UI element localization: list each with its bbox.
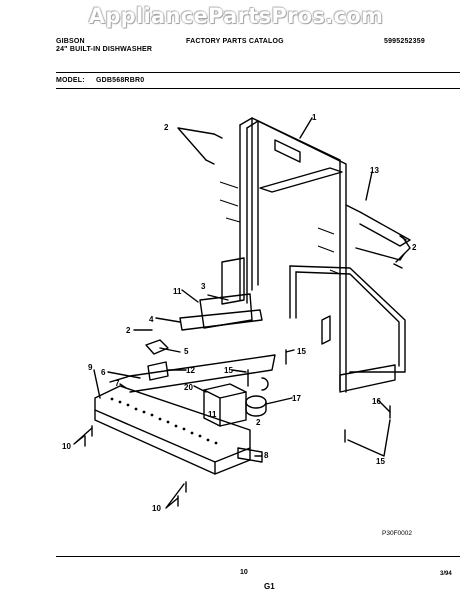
front-panel-corner bbox=[214, 447, 251, 475]
frame-top-rail bbox=[239, 117, 341, 391]
brand-name: GIBSON bbox=[56, 38, 85, 45]
document-number: 5995252359 bbox=[384, 38, 425, 45]
watermark: AppliancePartsPros.com bbox=[88, 4, 384, 28]
lower-bracket-16 bbox=[339, 364, 396, 393]
callout-20: 20 bbox=[184, 383, 193, 392]
callout-9: 9 bbox=[88, 363, 93, 372]
timer-box-edges bbox=[203, 389, 247, 427]
frame-back-post bbox=[251, 117, 259, 291]
lower-frame-right-inner bbox=[295, 271, 400, 367]
callout-2-right: 2 bbox=[412, 243, 417, 252]
drawing-code: P30F0002 bbox=[382, 530, 412, 537]
callout-4: 4 bbox=[149, 315, 154, 324]
timer-box bbox=[203, 383, 247, 427]
leader-2-top bbox=[177, 127, 215, 161]
leader-16 bbox=[377, 399, 391, 413]
lower-frame-post bbox=[289, 265, 297, 319]
product-description: 24" BUILT-IN DISHWASHER bbox=[56, 46, 153, 53]
leader-13 bbox=[365, 171, 373, 201]
callout-6: 6 bbox=[101, 368, 106, 377]
callout-10-left: 10 bbox=[62, 442, 71, 451]
cross-bar bbox=[109, 354, 276, 393]
rack-slots bbox=[219, 181, 341, 275]
leader-10-left bbox=[73, 427, 93, 445]
callout-2-bottom: 2 bbox=[256, 418, 261, 427]
model-number: GDB568RBR0 bbox=[96, 77, 145, 84]
callout-17: 17 bbox=[292, 394, 301, 403]
leader-9 bbox=[93, 369, 101, 399]
side-rail-upper bbox=[259, 167, 343, 193]
clip-8 bbox=[237, 447, 263, 463]
leader-7 bbox=[119, 383, 127, 389]
leader-3 bbox=[207, 294, 229, 301]
issue-date: 3/94 bbox=[440, 571, 452, 577]
switch-5 bbox=[145, 339, 169, 355]
hinge-bracket bbox=[321, 315, 331, 345]
callout-15-upper: 15 bbox=[297, 347, 306, 356]
screw-2a bbox=[205, 133, 223, 165]
leader-4 bbox=[155, 317, 181, 323]
cap-17 bbox=[245, 395, 267, 409]
callout-3: 3 bbox=[201, 282, 206, 291]
leader-15-mid bbox=[231, 369, 247, 373]
header-rule-bottom bbox=[56, 88, 460, 89]
callout-11-lower: 11 bbox=[208, 410, 217, 419]
callout-2-top: 2 bbox=[164, 123, 169, 132]
lower-frame-right bbox=[289, 265, 406, 373]
leader-15-right bbox=[347, 419, 391, 457]
callout-11-upper: 11 bbox=[173, 287, 182, 296]
catalog-title: FACTORY PARTS CATALOG bbox=[186, 38, 284, 45]
model-label: MODEL: bbox=[56, 77, 85, 84]
screw-2b bbox=[393, 235, 407, 269]
section-code: G1 bbox=[264, 582, 275, 591]
motor-bracket bbox=[221, 257, 245, 305]
front-panel-edge bbox=[94, 409, 216, 475]
cap-17-side bbox=[245, 401, 267, 417]
callout-15-right: 15 bbox=[376, 457, 385, 466]
clip-15 bbox=[261, 377, 269, 391]
leader-2-right bbox=[395, 235, 411, 263]
leader-11 bbox=[181, 289, 199, 303]
front-panel-holes bbox=[110, 397, 218, 445]
frame-left-post bbox=[239, 124, 248, 304]
callout-13: 13 bbox=[370, 166, 379, 175]
leader-10-bottom bbox=[165, 483, 185, 509]
leader-17 bbox=[265, 397, 293, 405]
leader-6 bbox=[107, 371, 141, 379]
header-rule-top bbox=[56, 72, 460, 73]
callout-7: 7 bbox=[115, 379, 120, 388]
side-rail-13-lower bbox=[355, 247, 405, 261]
leader-5 bbox=[159, 347, 181, 353]
leader-1 bbox=[299, 117, 313, 139]
callout-8: 8 bbox=[264, 451, 269, 460]
leader-20 bbox=[193, 385, 207, 393]
callout-5: 5 bbox=[184, 347, 189, 356]
callout-2-left: 2 bbox=[126, 326, 131, 335]
callout-1: 1 bbox=[312, 113, 317, 122]
motor-housing bbox=[199, 293, 253, 329]
callout-15-mid: 15 bbox=[224, 366, 233, 375]
callout-16: 16 bbox=[372, 397, 381, 406]
mounting-bar-4 bbox=[179, 309, 263, 331]
callout-12: 12 bbox=[186, 366, 195, 375]
callout-10-bottom: 10 bbox=[152, 504, 161, 513]
leader-15-upper bbox=[285, 349, 295, 353]
side-rail-13 bbox=[345, 204, 411, 247]
footer-rule bbox=[56, 556, 460, 557]
part-12 bbox=[147, 361, 169, 381]
page-number: 10 bbox=[240, 569, 248, 576]
frame-bracket bbox=[274, 139, 301, 163]
